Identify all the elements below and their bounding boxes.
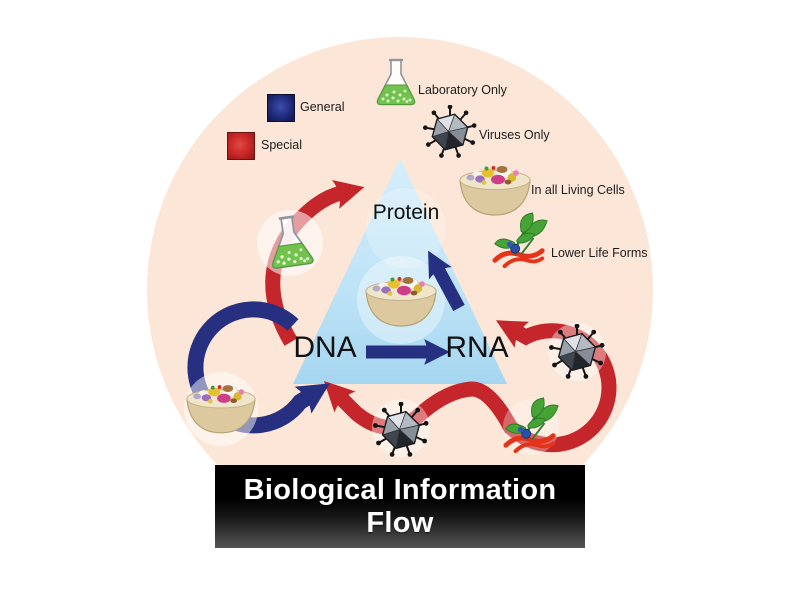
central-triangle	[293, 158, 507, 384]
figure-title-line1: Biological Information	[243, 473, 557, 506]
legend-swatch-general	[267, 94, 295, 122]
legend-swatch-special	[227, 132, 255, 160]
legend-label-lower-life-forms: Lower Life Forms	[551, 246, 648, 260]
legend-label-all-living-cells: In all Living Cells	[531, 183, 625, 197]
node-label-protein: Protein	[372, 201, 440, 224]
node-label-dna: DNA	[293, 331, 357, 364]
figure-title-line2: Flow	[366, 506, 434, 539]
legend-label-special: Special	[261, 138, 302, 152]
protein-glow	[366, 188, 446, 268]
arrow-rna-to-protein-general	[428, 250, 465, 312]
figure-title-bar: Biological Information Flow	[215, 465, 585, 548]
node-label-rna: RNA	[445, 331, 509, 364]
legend-label-general: General	[300, 100, 345, 114]
loop-dna-replication-general	[187, 301, 330, 434]
legend-label-viruses-only: Viruses Only	[479, 128, 550, 142]
legend-label-laboratory-only: Laboratory Only	[418, 83, 507, 97]
